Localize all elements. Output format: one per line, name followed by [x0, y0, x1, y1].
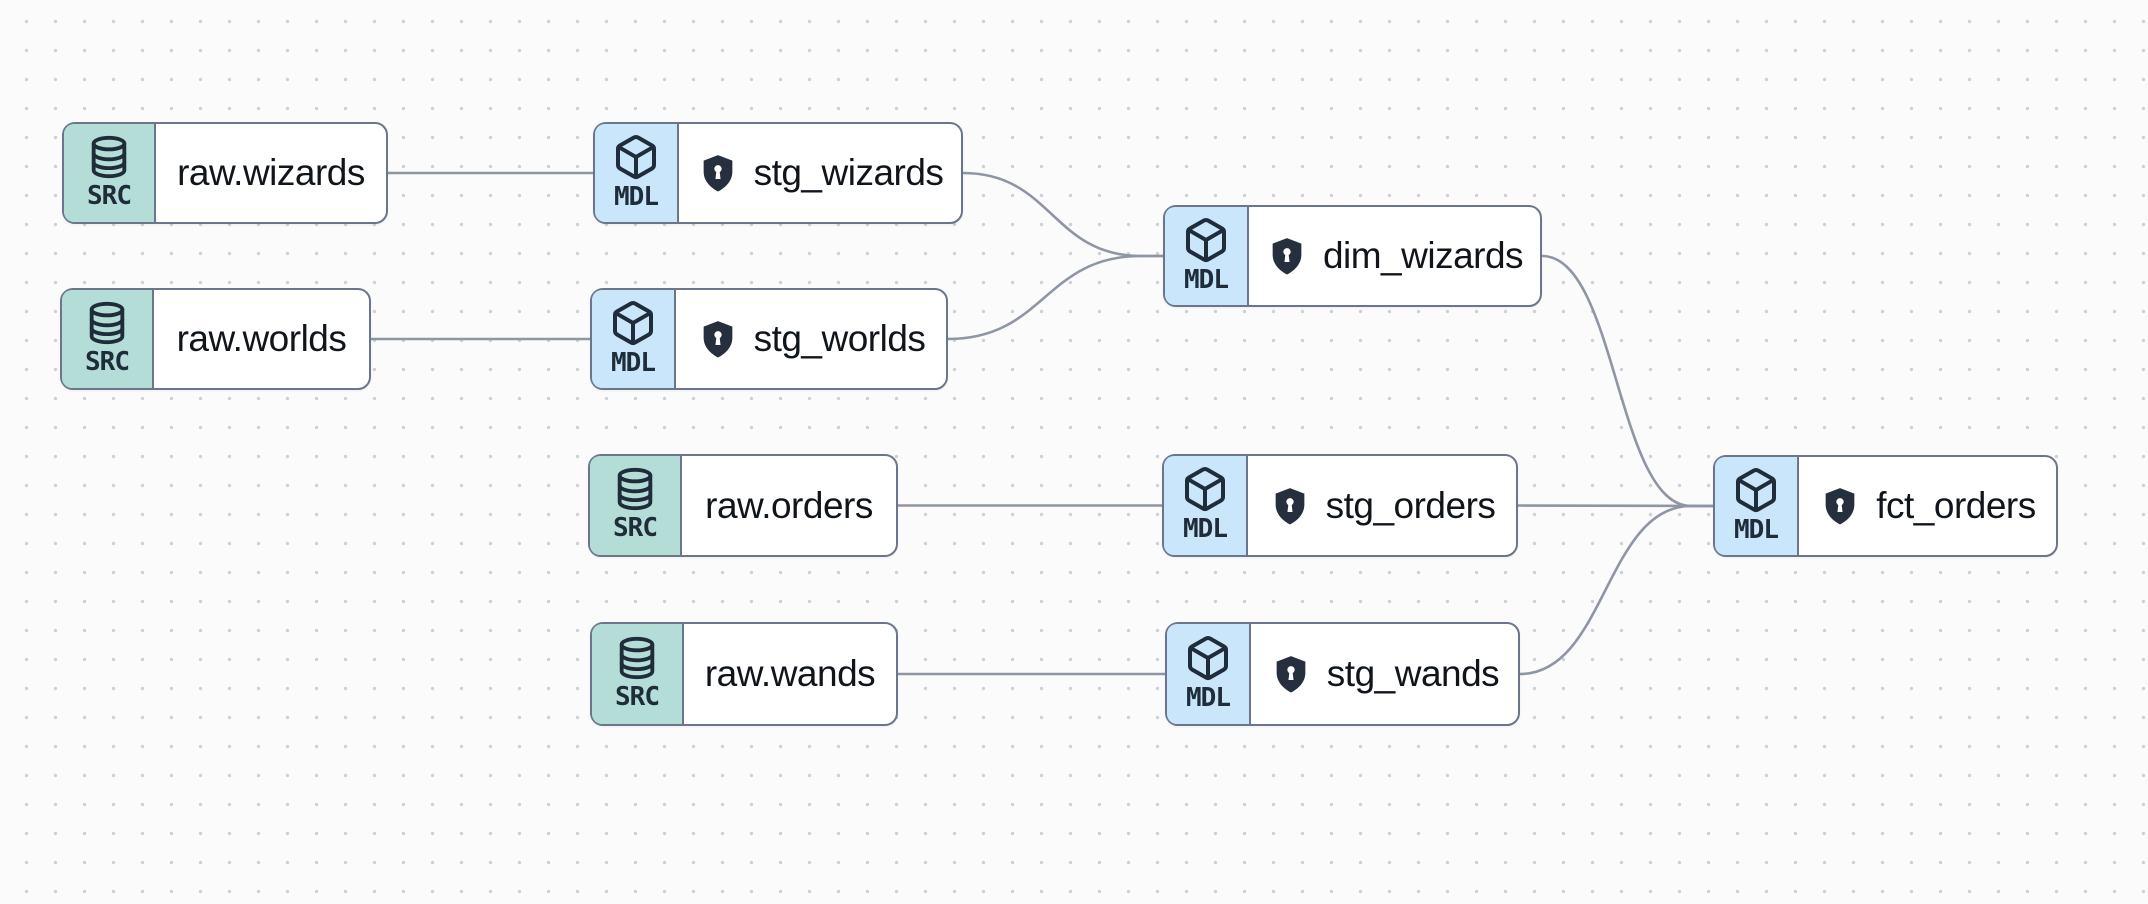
- node-stg_wizards[interactable]: MDL stg_wizards: [593, 122, 963, 224]
- node-stg_worlds[interactable]: MDL stg_worlds: [590, 288, 948, 390]
- cube-icon: [1181, 465, 1229, 513]
- node-raw.wands[interactable]: SRC raw.wands: [590, 622, 898, 726]
- node-body: stg_orders: [1248, 456, 1516, 555]
- cube-icon: [1184, 634, 1232, 682]
- node-body: raw.wizards: [156, 124, 386, 222]
- node-stg_orders[interactable]: MDL stg_orders: [1162, 454, 1518, 557]
- node-body: raw.worlds: [154, 290, 369, 388]
- node-type-badge: SRC: [590, 456, 682, 555]
- node-label: stg_worlds: [753, 318, 926, 359]
- node-body: stg_wizards: [679, 124, 961, 222]
- node-body: fct_orders: [1799, 457, 2056, 555]
- shield-lock-icon: [1270, 651, 1312, 697]
- badge-label: SRC: [85, 346, 130, 377]
- node-label: stg_wizards: [753, 152, 944, 193]
- edge-stg_wands-to-fct_orders: [1518, 504, 1715, 676]
- node-type-badge: MDL: [1165, 207, 1249, 305]
- node-label: stg_orders: [1325, 484, 1496, 526]
- badge-label: MDL: [614, 181, 659, 212]
- badge-label: SRC: [613, 513, 658, 543]
- node-type-badge: SRC: [64, 124, 156, 222]
- node-type-badge: MDL: [595, 124, 679, 222]
- node-fct_orders[interactable]: MDL fct_orders: [1713, 455, 2058, 557]
- badge-label: MDL: [1186, 682, 1231, 713]
- node-type-badge: MDL: [1715, 457, 1799, 555]
- edge-stg_worlds-to-dim_wizards: [946, 254, 1165, 341]
- node-raw.worlds[interactable]: SRC raw.worlds: [60, 288, 371, 390]
- badge-label: MDL: [1184, 264, 1229, 295]
- badge-label: MDL: [611, 347, 656, 378]
- badge-label: SRC: [615, 681, 660, 712]
- cube-icon: [609, 299, 657, 347]
- node-label: stg_wands: [1326, 653, 1500, 694]
- shield-lock-icon: [697, 150, 739, 196]
- node-type-badge: MDL: [1167, 624, 1251, 724]
- cube-icon: [612, 133, 660, 181]
- node-label: raw.wizards: [177, 152, 365, 193]
- node-body: raw.orders: [682, 456, 896, 555]
- node-dim_wizards[interactable]: MDL dim_wizards: [1163, 205, 1542, 307]
- database-icon: [612, 466, 658, 512]
- node-type-badge: MDL: [592, 290, 676, 388]
- shield-lock-icon: [1269, 483, 1311, 529]
- node-body: stg_worlds: [676, 290, 946, 388]
- node-type-badge: MDL: [1164, 456, 1248, 555]
- node-label: fct_orders: [1876, 485, 2036, 526]
- node-stg_wands[interactable]: MDL stg_wands: [1165, 622, 1520, 726]
- edge-stg_wizards-to-dim_wizards: [961, 171, 1165, 258]
- database-icon: [86, 134, 132, 180]
- shield-lock-icon: [697, 316, 739, 362]
- shield-lock-icon: [1819, 483, 1861, 529]
- node-raw.wizards[interactable]: SRC raw.wizards: [62, 122, 388, 224]
- shield-lock-icon: [1266, 233, 1308, 279]
- cube-icon: [1182, 216, 1230, 264]
- edge-dim_wizards-to-fct_orders: [1540, 254, 1715, 508]
- node-label: raw.wands: [704, 653, 876, 694]
- node-type-badge: SRC: [62, 290, 154, 388]
- badge-label: MDL: [1183, 514, 1228, 544]
- node-label: raw.orders: [705, 484, 873, 526]
- database-icon: [84, 300, 130, 346]
- database-icon: [614, 635, 660, 681]
- node-body: stg_wands: [1251, 624, 1518, 724]
- node-body: raw.wands: [684, 624, 896, 724]
- node-type-badge: SRC: [592, 624, 684, 724]
- cube-icon: [1732, 466, 1780, 514]
- node-body: dim_wizards: [1249, 207, 1540, 305]
- badge-label: SRC: [87, 180, 132, 211]
- node-raw.orders[interactable]: SRC raw.orders: [588, 454, 898, 557]
- node-label: dim_wizards: [1322, 235, 1524, 276]
- badge-label: MDL: [1734, 514, 1779, 545]
- node-label: raw.worlds: [176, 318, 347, 359]
